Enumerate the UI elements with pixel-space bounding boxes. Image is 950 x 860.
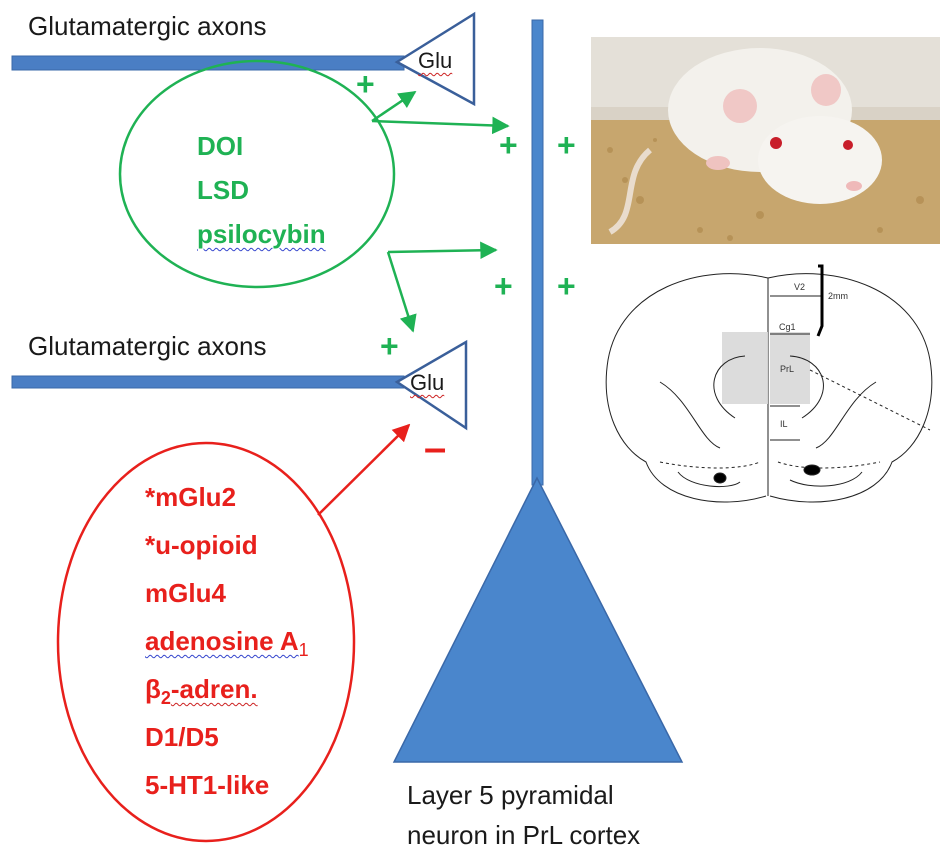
neuron-label-line-2: neuron in PrL cortex: [407, 815, 640, 855]
plus-sign: +: [557, 268, 576, 305]
brain-section-diagram: [606, 266, 932, 502]
plus-sign: +: [494, 268, 513, 305]
axon-label-top: Glutamatergic axons: [28, 11, 266, 42]
drug-lsd: LSD: [197, 170, 249, 210]
receptor-adenosine-a1: adenosine A1: [145, 621, 309, 670]
brain-label-scale: 2mm: [828, 291, 848, 301]
glu-label-bottom: Glu: [410, 370, 444, 396]
receptor-mglu2: *mGlu2: [145, 477, 236, 517]
receptor-beta2-adren: β2-adren.: [145, 669, 258, 718]
brain-label-cg1: Cg1: [779, 322, 796, 332]
brain-label-il: IL: [780, 419, 788, 429]
apical-dendrite: [532, 20, 543, 485]
plus-sign: +: [499, 127, 518, 164]
arrow-inhibit-glu-bottom: [318, 425, 409, 515]
drug-doi: DOI: [197, 126, 243, 166]
drug-psilocybin: psilocybin: [197, 214, 326, 254]
brain-label-v2: V2: [794, 282, 805, 292]
arrow-to-dendrite-bottom: [388, 250, 496, 252]
glu-label-top: Glu: [418, 48, 452, 74]
axon-bottom: [12, 376, 404, 388]
arrow-to-glu-bottom: [388, 252, 413, 331]
arrow-to-dendrite-top: [372, 121, 508, 126]
brain-label-prl: PrL: [780, 364, 794, 374]
minus-sign: –: [424, 426, 446, 471]
plus-sign: +: [356, 66, 375, 103]
receptor-d1-d5: D1/D5: [145, 717, 219, 757]
pyramidal-soma: [394, 478, 682, 762]
arrow-to-glu-top: [372, 92, 415, 121]
axon-label-bottom: Glutamatergic axons: [28, 331, 266, 362]
neuron-label-line-1: Layer 5 pyramidal: [407, 775, 614, 815]
receptor-mglu4: mGlu4: [145, 573, 226, 613]
receptor-5ht1-like: 5-HT1-like: [145, 765, 269, 805]
plus-sign: +: [380, 328, 399, 365]
plus-sign: +: [557, 127, 576, 164]
receptor-u-opioid: *u-opioid: [145, 525, 258, 565]
rat-photo: [591, 37, 940, 244]
